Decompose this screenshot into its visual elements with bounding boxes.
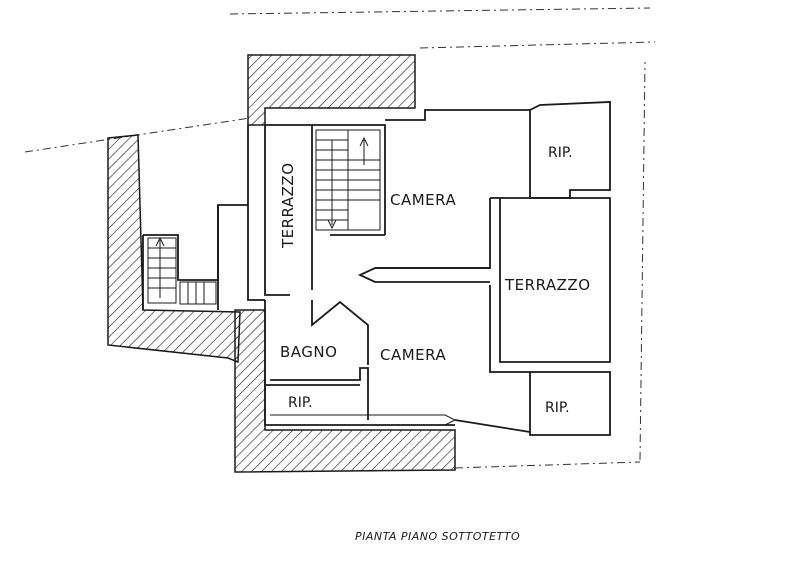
hatched-wall-top <box>247 54 416 126</box>
room-label-rip-bottom: RIP. <box>545 400 570 416</box>
hatched-walls <box>107 54 456 473</box>
room-label-rip-top: RIP. <box>548 145 573 161</box>
room-label-camera-bottom: CAMERA <box>380 346 446 364</box>
room-label-bagno: BAGNO <box>280 343 337 361</box>
room-label-terrazzo-left: TERRAZZO <box>279 163 297 250</box>
staircase-left <box>147 236 217 305</box>
room-label-camera-top: CAMERA <box>390 191 456 209</box>
room-label-rip-left: RIP. <box>288 395 313 411</box>
arrows <box>270 267 490 426</box>
hatched-wall-bottom <box>234 309 456 473</box>
plan-title: PIANTA PIANO SOTTOTETTO <box>355 530 520 543</box>
room-label-terrazzo-right: TERRAZZO <box>504 276 591 294</box>
staircase-top <box>315 129 381 231</box>
